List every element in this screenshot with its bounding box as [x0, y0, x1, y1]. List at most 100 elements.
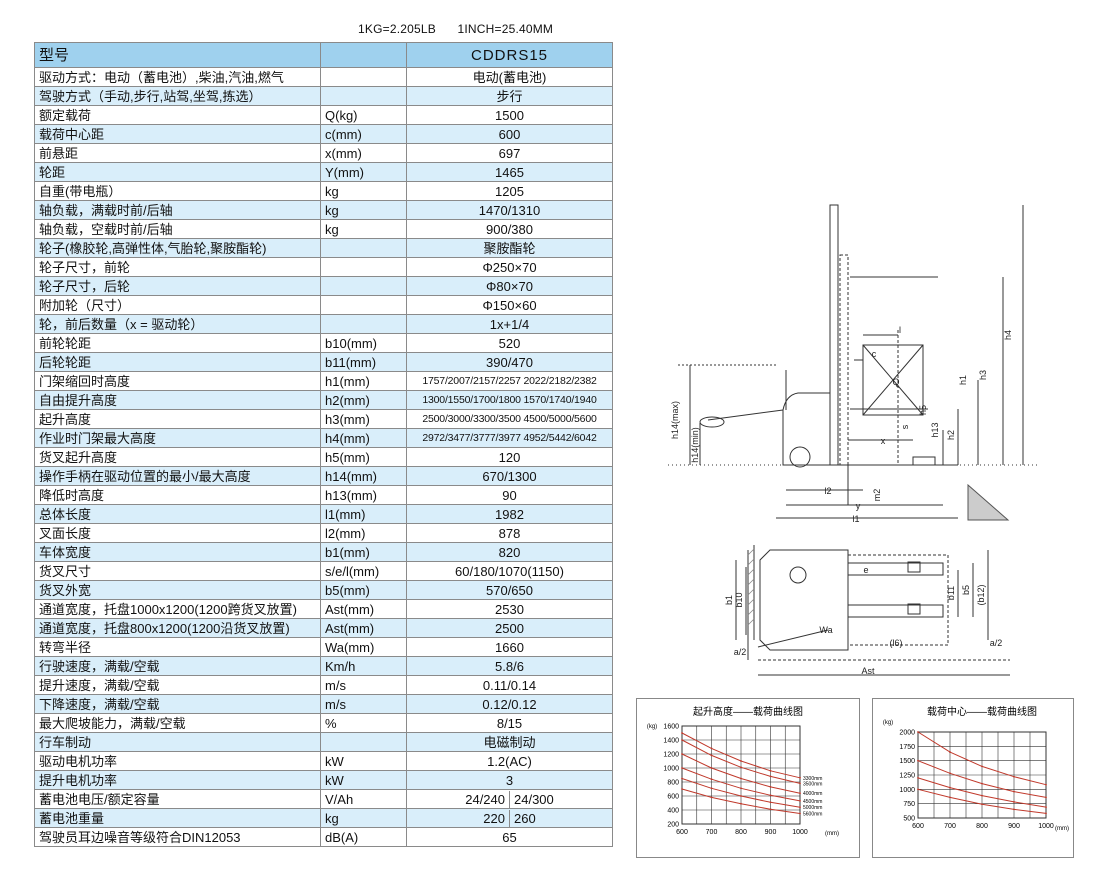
table-row: 驾驶方式（手动,步行,站驾,坐驾,拣选）步行 — [34, 86, 613, 106]
label-b12: (b12) — [976, 584, 986, 605]
chart2-xlabel: (mm) — [1055, 826, 1069, 832]
spec-label: 蓄电池重量 — [34, 808, 321, 828]
data-point — [681, 777, 683, 780]
label-b11: b11 — [946, 586, 956, 600]
spec-value: 3 — [406, 770, 613, 790]
series-label: 3500mm — [803, 781, 822, 787]
data-point — [949, 786, 951, 789]
spec-unit: kW — [320, 770, 407, 790]
spec-value: 1982 — [406, 504, 613, 524]
spec-label: 轴负载，空载时前/后轴 — [34, 219, 321, 239]
label-h14min: h14(min) — [690, 427, 700, 463]
data-point — [1045, 783, 1047, 786]
spec-unit: b11(mm) — [320, 352, 407, 372]
series-label: 4500mm — [803, 799, 822, 805]
data-point — [949, 751, 951, 753]
spec-label: 轮子尺寸，前轮 — [34, 257, 321, 277]
spec-value: 1465 — [406, 162, 613, 182]
spec-label: 提升电机功率 — [34, 770, 321, 790]
spec-unit: c(mm) — [320, 124, 407, 144]
data-point — [1013, 801, 1015, 803]
spec-unit: kg — [320, 219, 407, 239]
header-model-label: 型号 — [34, 42, 321, 68]
spec-label: 行驶速度，满载/空载 — [34, 656, 321, 676]
spec-value: 2530 — [406, 599, 613, 619]
data-point — [769, 786, 772, 788]
spec-label: 前轮轮距 — [34, 333, 321, 353]
data-point — [740, 795, 742, 797]
spec-label: 门架缩回时高度 — [34, 371, 321, 391]
spec-unit: b10(mm) — [320, 333, 407, 353]
data-point — [917, 759, 919, 762]
spec-value: 697 — [406, 143, 613, 163]
spec-label: 作业时门架最大高度 — [34, 428, 321, 448]
data-point — [681, 753, 683, 755]
data-point — [769, 808, 772, 811]
label-e: e — [863, 565, 868, 575]
data-point — [981, 794, 983, 797]
x-tick-label: 1000 — [1038, 823, 1054, 830]
spec-value: 0.11/0.14 — [406, 675, 613, 695]
spec-table-body: 驱动方式：电动（蓄电池）,柴油,汽油,燃气电动(蓄电池)驾驶方式（手动,步行,站… — [34, 67, 613, 847]
spec-value: 670/1300 — [406, 466, 613, 486]
data-point — [1045, 812, 1047, 815]
spec-unit: h13(mm) — [320, 485, 407, 505]
spec-label: 蓄电池电压/额定容量 — [34, 789, 321, 809]
spec-label: 车体宽度 — [34, 542, 321, 562]
side-view-labels: h14(max) h14(min) h1 h3 h4 h2 h13 h5 s c… — [670, 325, 1013, 524]
x-tick-label: 1000 — [792, 829, 808, 836]
spec-value: 2500 — [406, 618, 613, 638]
load-box — [862, 344, 924, 416]
label-b5: b5 — [961, 585, 971, 595]
spec-value: 120 — [406, 447, 613, 467]
label-c: c — [872, 349, 877, 359]
spec-label: 货叉外宽 — [34, 580, 321, 600]
spec-label: 下降速度，满载/空载 — [34, 694, 321, 714]
table-row: 附加轮（尺寸）Φ150×60 — [34, 295, 613, 315]
data-point — [710, 754, 713, 757]
y-tick-label: 800 — [667, 780, 679, 787]
series-label: 5000mm — [803, 805, 822, 811]
spec-table-header: 型号 CDDRS15 — [34, 42, 613, 68]
label-q: Q — [892, 377, 899, 387]
spec-label: 载荷中心距 — [34, 124, 321, 144]
data-point — [1045, 796, 1047, 799]
spec-unit: V/Ah — [320, 789, 407, 809]
spec-value: 878 — [406, 523, 613, 543]
data-point — [799, 792, 801, 795]
label-h13: h13 — [930, 422, 940, 437]
data-point — [681, 767, 683, 769]
table-row: 通道宽度，托盘1000x1200(1200跨货叉放置)Ast(mm)2530 — [34, 599, 613, 619]
chart2-ylabel: (kg) — [883, 720, 893, 726]
data-point — [710, 796, 713, 799]
data-point — [740, 787, 742, 790]
spec-unit: kg — [320, 181, 407, 201]
table-row: 驱动方式：电动（蓄电池）,柴油,汽油,燃气电动(蓄电池) — [34, 67, 613, 87]
spec-value: 90 — [406, 485, 613, 505]
spec-label: 起升高度 — [34, 409, 321, 429]
spec-label: 轴负载，满载时前/后轴 — [34, 200, 321, 220]
data-point — [740, 760, 742, 762]
y-tick-label: 2000 — [899, 730, 915, 737]
spec-unit: b1(mm) — [320, 542, 407, 562]
label-b10: b10 — [734, 592, 744, 607]
table-row: 轮，前后数量（x = 驱动轮）1x+1/4 — [34, 314, 613, 334]
spec-unit — [320, 238, 407, 258]
x-tick-label: 800 — [976, 823, 988, 830]
data-point — [710, 787, 713, 790]
label-h14max: h14(max) — [670, 401, 680, 439]
spec-label: 叉面长度 — [34, 523, 321, 543]
y-tick-label: 1000 — [899, 787, 915, 794]
